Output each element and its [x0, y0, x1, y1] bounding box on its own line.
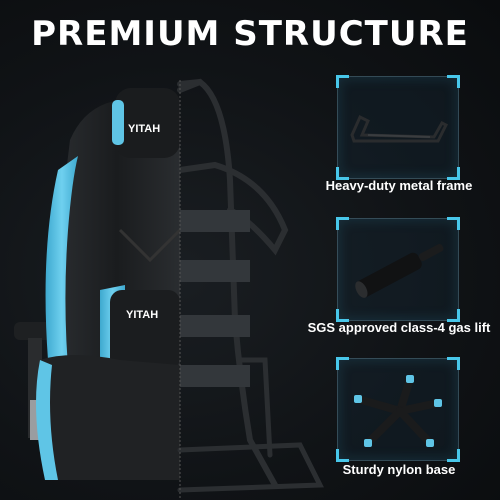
seat-cushion [36, 355, 180, 480]
nylon-base-icon [354, 375, 442, 447]
brand-logo-top: YITAH [128, 123, 160, 135]
metal-frame-icon [350, 114, 449, 143]
metal-frame [177, 78, 324, 493]
gas-lift-icon [355, 243, 444, 298]
feature-panel-frame [336, 75, 460, 180]
leather-backrest [45, 88, 182, 390]
headline: PREMIUM STRUCTURE [31, 14, 469, 54]
feature-panel-base [336, 357, 460, 462]
feature-caption-base: Sturdy nylon base [342, 462, 456, 477]
feature-caption-frame: Heavy-duty metal frame [325, 178, 473, 193]
feature-panel-gaslift [336, 217, 460, 322]
chair-illustration: YITAH YITAH [14, 78, 324, 500]
brand-logo-lumbar: YITAH [126, 309, 158, 321]
feature-caption-gaslift: SGS approved class-4 gas lift [307, 320, 491, 335]
